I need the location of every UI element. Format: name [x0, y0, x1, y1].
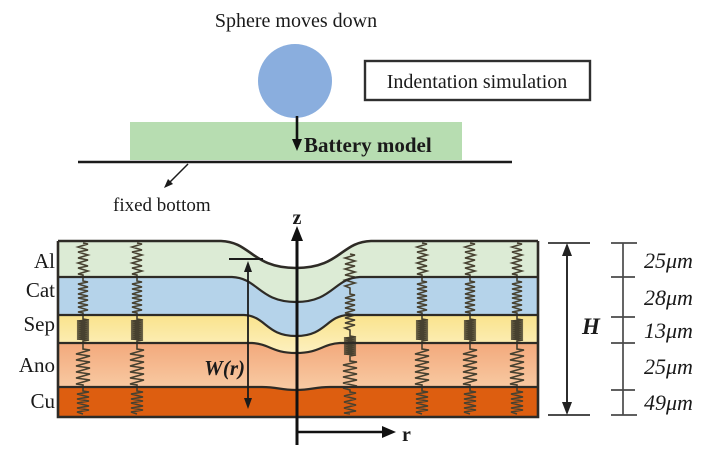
- arrow-down-icon: [244, 398, 252, 409]
- sphere-caption: Sphere moves down: [215, 10, 377, 32]
- indentation-simulation-label: Indentation simulation: [387, 71, 568, 93]
- arrow-up-icon: [562, 243, 572, 256]
- fixed-bottom-label: fixed bottom: [113, 195, 211, 216]
- sphere-motion-arrowhead-icon: [292, 139, 302, 151]
- thickness-label-cat: 28μm: [644, 285, 693, 310]
- layer-label-al: Al: [34, 249, 55, 273]
- arrow-down-icon: [562, 402, 572, 415]
- fixed-bottom-pointer: [168, 163, 189, 184]
- arrow-up-icon: [244, 261, 252, 272]
- z-axis: z: [291, 207, 303, 445]
- layer-label-cat: Cat: [26, 278, 55, 302]
- deflection-annotation: W(r): [204, 258, 263, 409]
- fixed-bottom-arrowhead-icon: [164, 179, 173, 188]
- arrow-right-icon: [382, 426, 396, 438]
- total-height-label: H: [581, 314, 601, 339]
- layer-label-cu: Cu: [30, 389, 55, 413]
- r-axis: r: [297, 424, 411, 446]
- layer-name-labels: Al Cat Sep Ano Cu: [19, 249, 56, 413]
- thickness-label-al: 25μm: [644, 248, 693, 273]
- deflection-label: W(r): [204, 356, 245, 380]
- indentation-simulation-box: [363, 59, 592, 102]
- thickness-label-ano: 25μm: [644, 354, 693, 379]
- r-axis-label: r: [402, 424, 411, 446]
- thickness-label-sep: 13μm: [644, 318, 693, 343]
- layer-label-sep: Sep: [24, 312, 56, 336]
- indenter-sphere: [258, 44, 332, 118]
- layer-label-ano: Ano: [19, 353, 55, 377]
- thickness-ruler: [611, 242, 637, 416]
- battery-model-label: Battery model: [304, 133, 432, 157]
- thickness-labels: 25μm 28μm 13μm 25μm 49μm: [644, 248, 693, 415]
- z-axis-label: z: [293, 207, 302, 229]
- arrow-up-icon: [291, 226, 303, 241]
- thickness-label-cu: 49μm: [644, 390, 693, 415]
- total-height-annotation: H: [548, 242, 601, 416]
